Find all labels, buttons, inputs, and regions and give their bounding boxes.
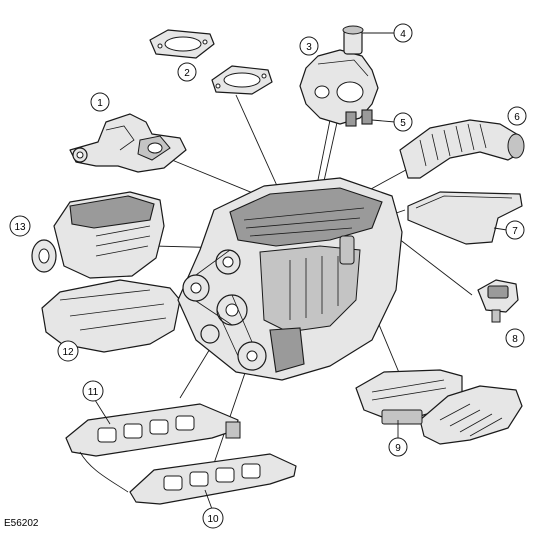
part-manifold-gaskets (65, 403, 297, 505)
part-throttle-gaskets (149, 29, 273, 95)
callout-13-label: 13 (14, 222, 26, 233)
callout-5-label: 5 (400, 118, 406, 129)
callout-3: 3 (299, 36, 319, 56)
callout-4: 4 (362, 23, 413, 43)
callout-6-label: 6 (514, 112, 520, 123)
callout-10-label: 10 (207, 514, 219, 525)
callout-12-label: 12 (62, 347, 74, 358)
callout-7-label: 7 (512, 226, 518, 237)
part-coolant-outlet-assembly (299, 25, 379, 127)
part-sensor-bracket (477, 279, 519, 323)
part-supercharger (31, 191, 165, 279)
callout-10: 10 (202, 489, 224, 529)
callout-2: 2 (177, 62, 197, 82)
callout-3-label: 3 (306, 42, 312, 53)
part-filter-panel (407, 191, 523, 245)
part-air-intake-duct (399, 119, 525, 179)
callout-4-label: 4 (400, 29, 406, 40)
part-supercharger-cover (41, 279, 181, 353)
callout-6: 6 (507, 106, 527, 126)
callout-1: 1 (90, 92, 110, 112)
callout-1-label: 1 (97, 98, 103, 109)
figure-reference-code: E56202 (4, 518, 39, 529)
callout-11: 11 (82, 380, 111, 425)
part-thermostat-housing (69, 113, 187, 173)
callout-9-label: 9 (395, 443, 401, 454)
callout-11-label: 11 (88, 387, 99, 398)
callout-7: 7 (493, 220, 525, 240)
callout-5: 5 (371, 112, 413, 132)
engine-block (177, 177, 403, 381)
callout-13: 13 (9, 215, 31, 237)
callout-9: 9 (388, 420, 408, 457)
callout-8: 8 (505, 328, 525, 348)
part-charge-air-coolers (355, 369, 523, 445)
callout-2-label: 2 (184, 68, 190, 79)
callout-8-label: 8 (512, 334, 518, 345)
callout-12: 12 (57, 340, 79, 362)
